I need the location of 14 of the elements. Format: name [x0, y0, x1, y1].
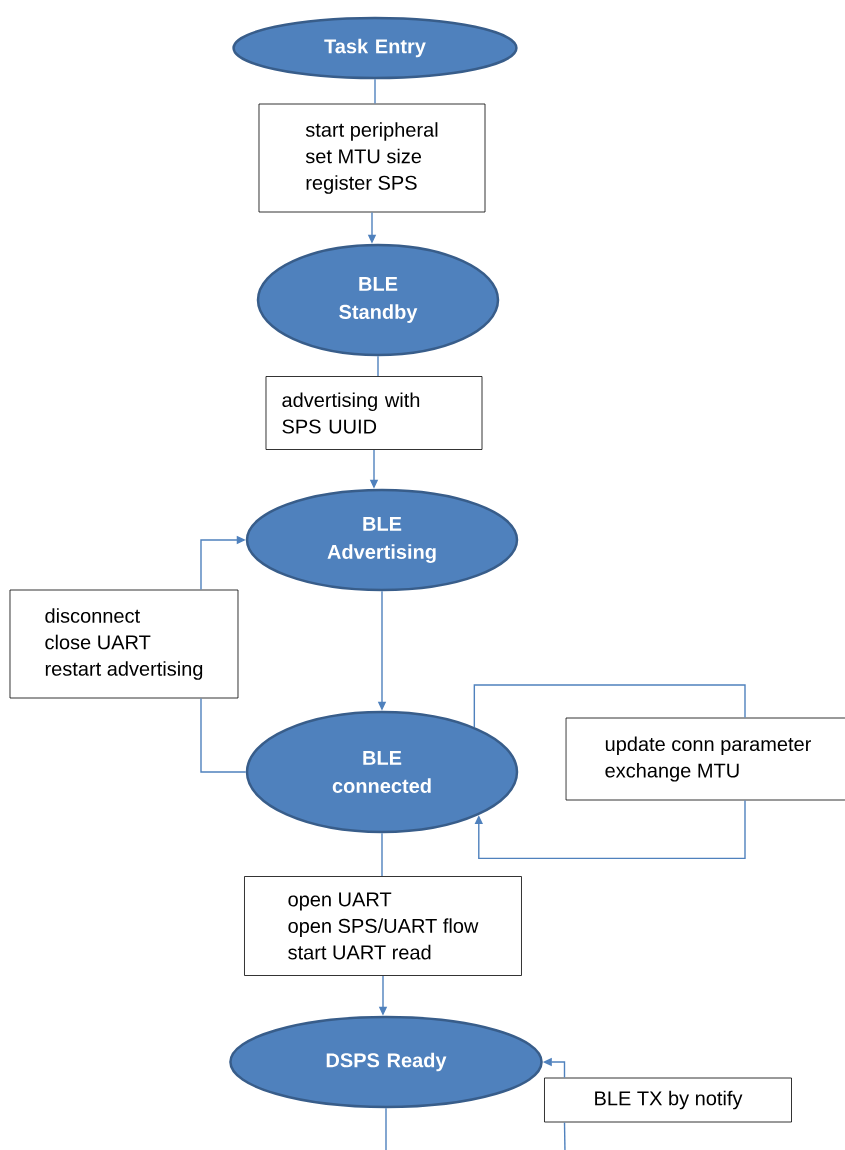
action-box: update conn parameter exchange MTU — [565, 717, 845, 801]
connector-line — [381, 832, 383, 877]
action-box: disconnect close UART restart advertising — [9, 589, 239, 699]
arrow — [474, 799, 746, 860]
connector-line — [563, 1121, 566, 1150]
connector-line — [473, 684, 746, 728]
action-box: open UART open SPS/UART flow start UART read — [244, 876, 522, 976]
connector-line — [385, 1107, 387, 1150]
action-box: advertising with SPS UUID — [265, 376, 483, 450]
action-box: BLE TX by notify — [544, 1077, 792, 1123]
connector-line — [377, 355, 379, 377]
action-box: start peripheral set MTU size register SPS — [258, 103, 486, 213]
connector-line — [374, 78, 376, 105]
connector-line — [200, 697, 247, 773]
